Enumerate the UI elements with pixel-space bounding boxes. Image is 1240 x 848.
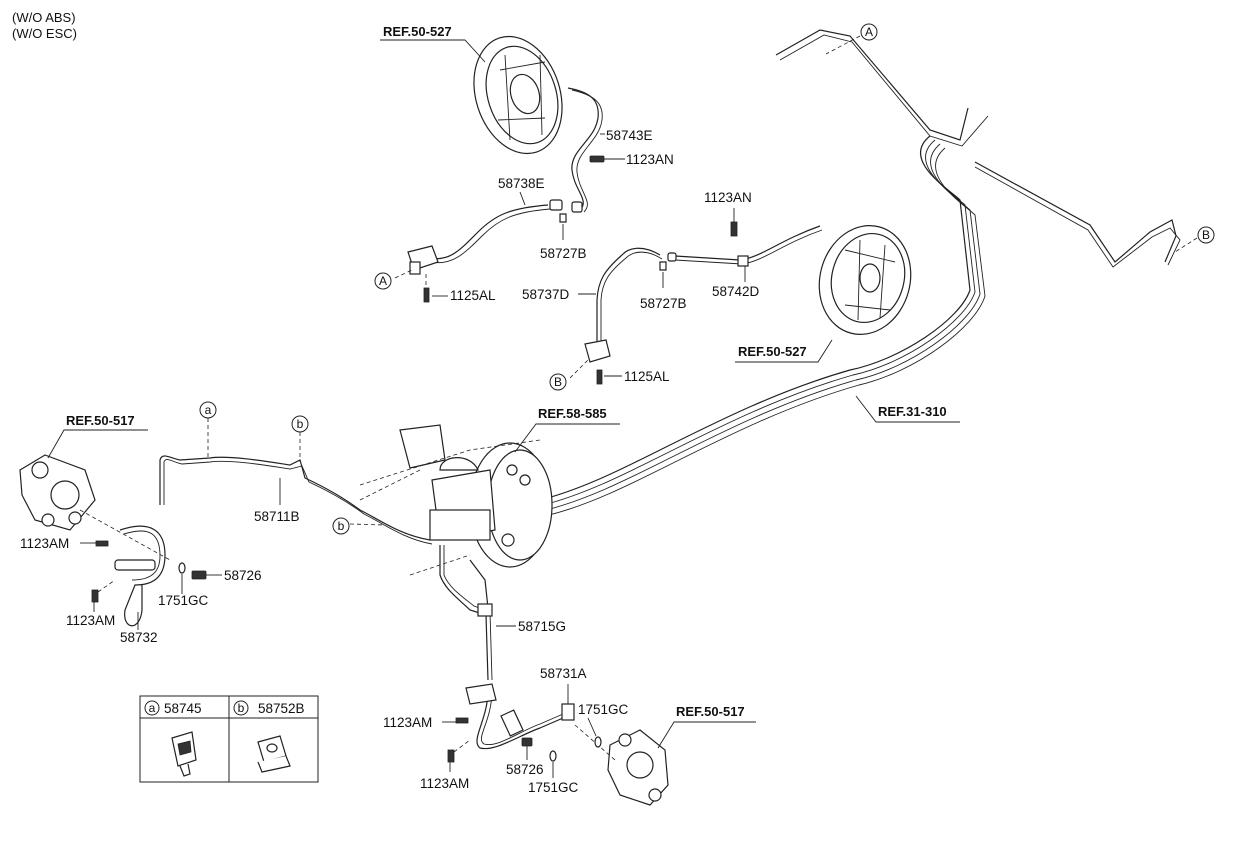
label-1123AN-top: 1123AN <box>626 152 674 167</box>
marker-A-right-text: A <box>865 25 873 39</box>
bracket-left-rear <box>407 245 439 275</box>
ref-leader-caliper-left <box>47 429 148 459</box>
clip-58727B-left <box>559 213 567 223</box>
pipe-58738E <box>427 204 549 260</box>
ref-leader-rear-drum-right <box>735 339 833 363</box>
marker-A-right <box>860 23 878 41</box>
legend-marker-b <box>233 700 249 716</box>
label-58715G: 58715G <box>518 619 566 634</box>
pipe-58742D <box>674 225 821 261</box>
marker-B-right <box>1197 226 1215 244</box>
hose-58731A <box>465 683 575 750</box>
label-1751GC-left: 1751GC <box>158 593 209 608</box>
label-1123AM-left-1: 1123AM <box>20 536 69 551</box>
ref-leader-caliper-right <box>657 721 756 749</box>
washer-1751GC-right-1 <box>594 736 602 748</box>
label-58731A: 58731A <box>540 666 587 681</box>
legend-marker-a <box>144 700 160 716</box>
ref-master-cylinder: REF.58-585 <box>538 406 607 421</box>
legend-marker-b-text: b <box>238 701 245 715</box>
label-58726-left: 58726 <box>224 568 262 583</box>
label-1123AN-right: 1123AN <box>704 190 752 205</box>
marker-b-mid <box>332 517 350 535</box>
clip-58752B-icon <box>257 735 291 773</box>
ref-rear-drum-top: REF.50-527 <box>383 24 452 39</box>
marker-A-left-text: A <box>379 274 387 288</box>
label-1123AM-right-2: 1123AM <box>420 776 469 791</box>
bolt-58726-right <box>521 737 533 747</box>
ref-caliper-right: REF.50-517 <box>676 704 745 719</box>
bolt-1123AM-left-2 <box>91 589 99 603</box>
label-58743E: 58743E <box>606 128 653 143</box>
washer-1751GC-left <box>178 562 186 574</box>
marker-B-left <box>549 373 567 391</box>
master-cylinder <box>399 424 496 541</box>
marker-b-top-text: b <box>297 417 304 431</box>
ref-caliper-left: REF.50-517 <box>66 413 135 428</box>
label-58732: 58732 <box>120 630 158 645</box>
legend-part-a: 58745 <box>164 701 202 716</box>
label-1751GC-right-2: 1751GC <box>528 780 579 795</box>
clip-58745-icon <box>171 731 197 777</box>
pipe-58715G <box>439 545 489 681</box>
ref-rear-drum-right: REF.50-527 <box>738 344 807 359</box>
washer-1751GC-right-2 <box>549 750 557 762</box>
front-caliper-left <box>19 454 96 531</box>
marker-a-top-text: a <box>205 403 212 417</box>
bolt-1123AM-left-1 <box>95 540 109 547</box>
label-58727B-right: 58727B <box>640 296 687 311</box>
ref-leader-master-cylinder <box>514 423 620 453</box>
label-1751GC-right-1: 1751GC <box>578 702 629 717</box>
marker-B-left-text: B <box>554 375 562 389</box>
marker-b-mid-text: b <box>338 519 345 533</box>
note-wo-esc: (W/O ESC) <box>12 26 77 41</box>
marker-B-right-text: B <box>1202 228 1210 242</box>
ref-leader-pedal-line <box>855 395 960 423</box>
bolt-1125AL-right <box>596 369 603 385</box>
label-58726-right: 58726 <box>506 762 544 777</box>
hose-58732 <box>114 525 166 627</box>
rear-drum-backing-plate-right <box>818 225 912 335</box>
bolt-1125AL-left <box>423 287 430 303</box>
label-1125AL-left: 1125AL <box>450 288 496 303</box>
legend-marker-a-text: a <box>149 701 156 715</box>
note-wo-abs: (W/O ABS) <box>12 10 76 25</box>
label-58711B: 58711B <box>254 509 300 524</box>
rear-drum-backing-plate-left <box>473 35 563 155</box>
bolt-1123AN-top <box>589 155 605 163</box>
label-1123AM-left-2: 1123AM <box>66 613 115 628</box>
legend-part-b: 58752B <box>258 701 305 716</box>
label-58742D: 58742D <box>712 284 760 299</box>
label-1125AL-right: 1125AL <box>624 369 670 384</box>
ref-pedal-line: REF.31-310 <box>878 404 947 419</box>
ref-leader-rear-drum-top <box>380 39 486 63</box>
bracket-right-rear <box>584 339 611 363</box>
legend-table <box>139 695 319 783</box>
label-58737D: 58737D <box>522 287 570 302</box>
marker-A-left <box>374 272 392 290</box>
bolt-1123AM-right-2 <box>447 749 455 763</box>
bolt-1123AN-right <box>730 221 738 237</box>
pipe-58737D <box>596 247 661 348</box>
bolt-58726-left <box>191 570 207 580</box>
bolt-1123AM-right-1 <box>455 717 469 724</box>
front-line-58711B <box>159 455 433 545</box>
label-58738E: 58738E <box>498 176 545 191</box>
pipe-58743E <box>567 87 599 211</box>
clip-58727B-right <box>659 261 667 271</box>
front-caliper-right <box>607 729 669 806</box>
label-58727B-left: 58727B <box>540 246 587 261</box>
label-1123AM-right-1: 1123AM <box>383 715 432 730</box>
rear-brake-lines <box>539 29 1181 516</box>
